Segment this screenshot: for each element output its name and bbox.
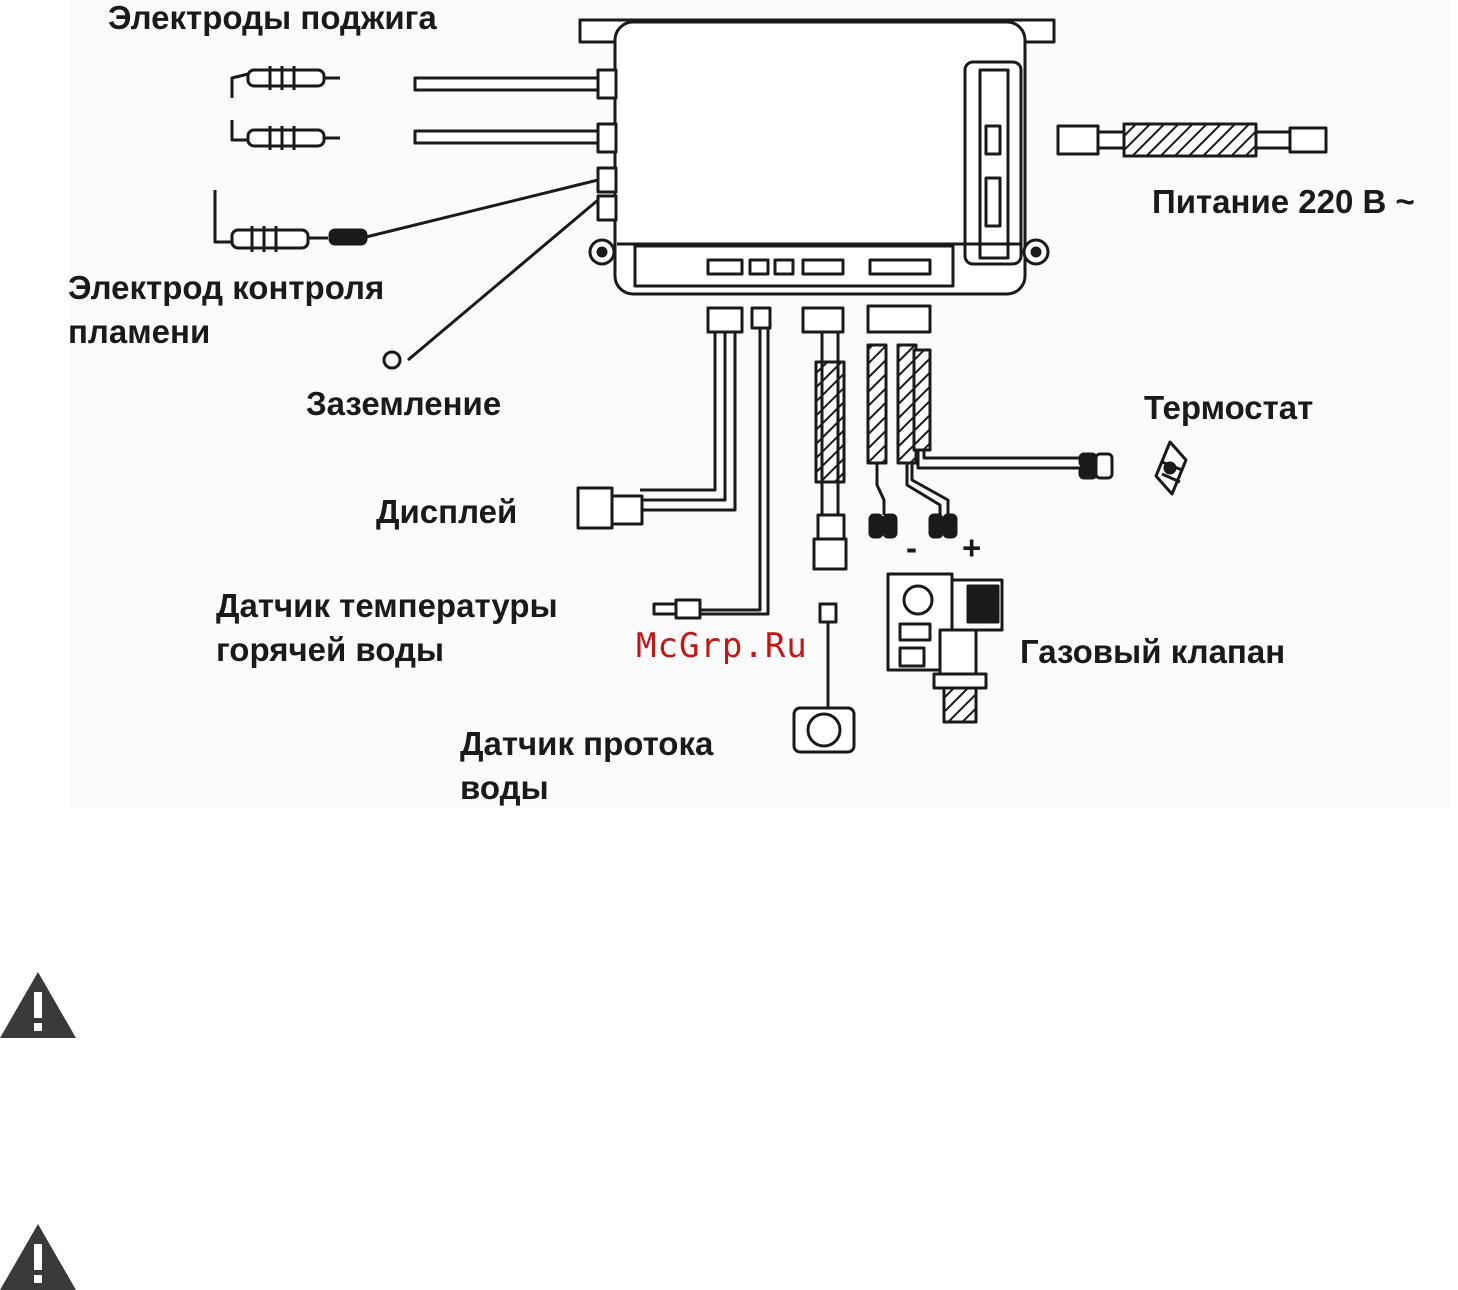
- label-ground: Заземление: [306, 382, 501, 426]
- label-plus: +: [962, 526, 981, 570]
- label-thermostat: Термостат: [1144, 386, 1313, 430]
- label-power: Питание 220 В ~: [1152, 180, 1415, 224]
- label-flame-electrode-line2: пламени: [68, 310, 210, 354]
- label-minus: -: [906, 526, 917, 570]
- label-ignition-electrodes: Электроды поджига: [108, 0, 437, 40]
- warning-triangle-icon: [0, 972, 76, 1038]
- label-flow-sensor-line2: воды: [460, 766, 549, 810]
- watermark: McGrp.Ru: [636, 626, 808, 666]
- warning-triangle-icon: [0, 1224, 76, 1290]
- label-display: Дисплей: [376, 490, 517, 534]
- label-hot-water-sensor-line2: горячей воды: [216, 628, 444, 672]
- label-flow-sensor-line1: Датчик протока: [460, 722, 713, 766]
- control-unit: [580, 20, 1054, 294]
- label-hot-water-sensor-line1: Датчик температуры: [216, 584, 558, 628]
- label-gas-valve: Газовый клапан: [1020, 630, 1285, 674]
- label-flame-electrode-line1: Электрод контроля: [68, 266, 384, 310]
